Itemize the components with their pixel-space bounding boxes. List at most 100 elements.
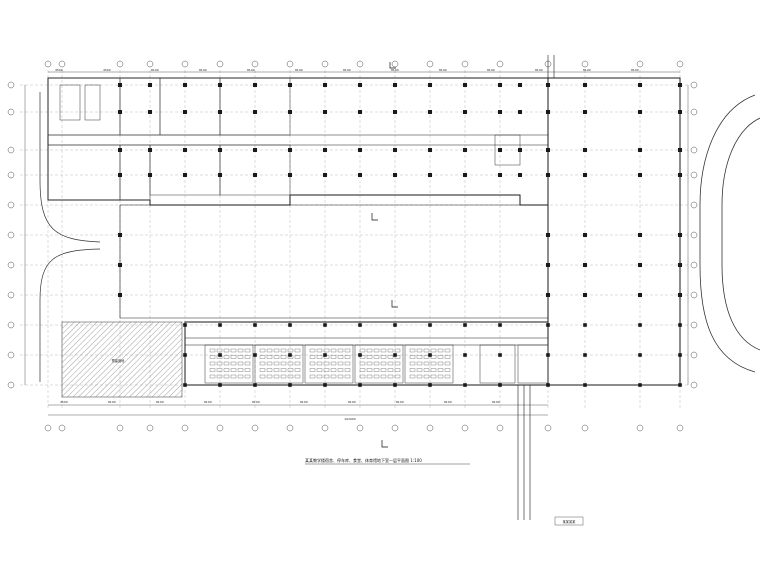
- desk: [380, 355, 387, 359]
- column: [678, 148, 682, 152]
- axis-bubble-top: [181, 60, 189, 68]
- axis-bubble-top: [636, 60, 644, 68]
- dimension-label-bottom: 8100: [444, 400, 452, 404]
- desk: [387, 355, 394, 359]
- axis-bubble-bottom: [391, 424, 399, 432]
- desk: [266, 355, 273, 359]
- column: [546, 173, 550, 177]
- desk: [359, 361, 366, 366]
- desk: [209, 368, 216, 372]
- desk: [394, 361, 401, 366]
- column: [678, 383, 682, 387]
- column: [678, 293, 682, 297]
- dimension-label-bottom: 8100: [252, 400, 260, 404]
- dimension-label-top: 4500: [103, 68, 111, 72]
- column: [428, 83, 432, 87]
- desk: [330, 368, 337, 372]
- dimension-label-top: 4500: [55, 68, 63, 72]
- desk: [430, 368, 437, 372]
- corner-label-box: [554, 516, 584, 526]
- desk: [380, 361, 387, 366]
- desk: [359, 355, 366, 359]
- axis-bubble-bottom: [286, 424, 294, 432]
- column: [358, 148, 362, 152]
- column: [518, 83, 522, 87]
- desk: [373, 374, 380, 379]
- column: [288, 323, 292, 327]
- dimension-label-bottom: 8100: [204, 400, 212, 404]
- column: [323, 323, 327, 327]
- column: [358, 173, 362, 177]
- column: [323, 383, 327, 387]
- column: [253, 148, 257, 152]
- column: [288, 173, 292, 177]
- desk: [337, 368, 344, 372]
- restroom: [479, 344, 516, 384]
- axis-bubble-top: [496, 60, 504, 68]
- column: [638, 383, 642, 387]
- dimension-label-top: 8100: [439, 68, 447, 72]
- column: [253, 83, 257, 87]
- desk: [437, 374, 444, 379]
- desk: [280, 361, 287, 366]
- desk: [409, 348, 416, 353]
- desk: [273, 361, 280, 366]
- axis-bubble-right: [690, 381, 698, 389]
- desk: [416, 355, 423, 359]
- desk: [259, 355, 266, 359]
- axis-bubble-top: [286, 60, 294, 68]
- axis-bubble-top: [146, 60, 154, 68]
- column: [678, 233, 682, 237]
- column: [118, 263, 122, 267]
- axis-bubble-top: [321, 60, 329, 68]
- axis-bubble-bottom: [251, 424, 259, 432]
- column: [253, 173, 257, 177]
- desk: [394, 348, 401, 353]
- axis-bubble-right: [690, 231, 698, 239]
- axis-bubble-bottom: [44, 424, 52, 432]
- desk: [230, 368, 237, 372]
- column: [583, 148, 587, 152]
- axis-bubble-top: [58, 60, 66, 68]
- axis-bubble-left: [7, 81, 15, 89]
- column: [428, 353, 432, 357]
- desk: [344, 348, 351, 353]
- classroom: [354, 344, 404, 384]
- column: [638, 353, 642, 357]
- column: [288, 148, 292, 152]
- desk: [280, 368, 287, 372]
- column: [183, 83, 187, 87]
- desk: [416, 374, 423, 379]
- desk: [244, 368, 251, 372]
- axis-bubble-top: [216, 60, 224, 68]
- desk: [259, 368, 266, 372]
- dimension-label-bottom: 8100: [300, 400, 308, 404]
- desk: [409, 368, 416, 372]
- axis-bubble-bottom: [496, 424, 504, 432]
- dimension-label-top: 8100: [391, 68, 399, 72]
- desk: [366, 374, 373, 379]
- desk: [437, 355, 444, 359]
- column: [498, 110, 502, 114]
- column: [118, 148, 122, 152]
- column: [428, 148, 432, 152]
- desk: [223, 355, 230, 359]
- desk: [259, 374, 266, 379]
- desk: [366, 348, 373, 353]
- desk: [394, 355, 401, 359]
- column: [463, 110, 467, 114]
- axis-bubble-top: [676, 60, 684, 68]
- classroom: [304, 344, 354, 384]
- column: [218, 353, 222, 357]
- axis-bubble-top: [251, 60, 259, 68]
- axis-bubble-left: [7, 146, 15, 154]
- desk: [423, 374, 430, 379]
- column: [118, 293, 122, 297]
- column: [218, 323, 222, 327]
- axis-bubble-bottom: [181, 424, 189, 432]
- desk: [430, 355, 437, 359]
- desk: [209, 361, 216, 366]
- column: [393, 323, 397, 327]
- dimension-label-top: 8100: [583, 68, 591, 72]
- desk: [230, 374, 237, 379]
